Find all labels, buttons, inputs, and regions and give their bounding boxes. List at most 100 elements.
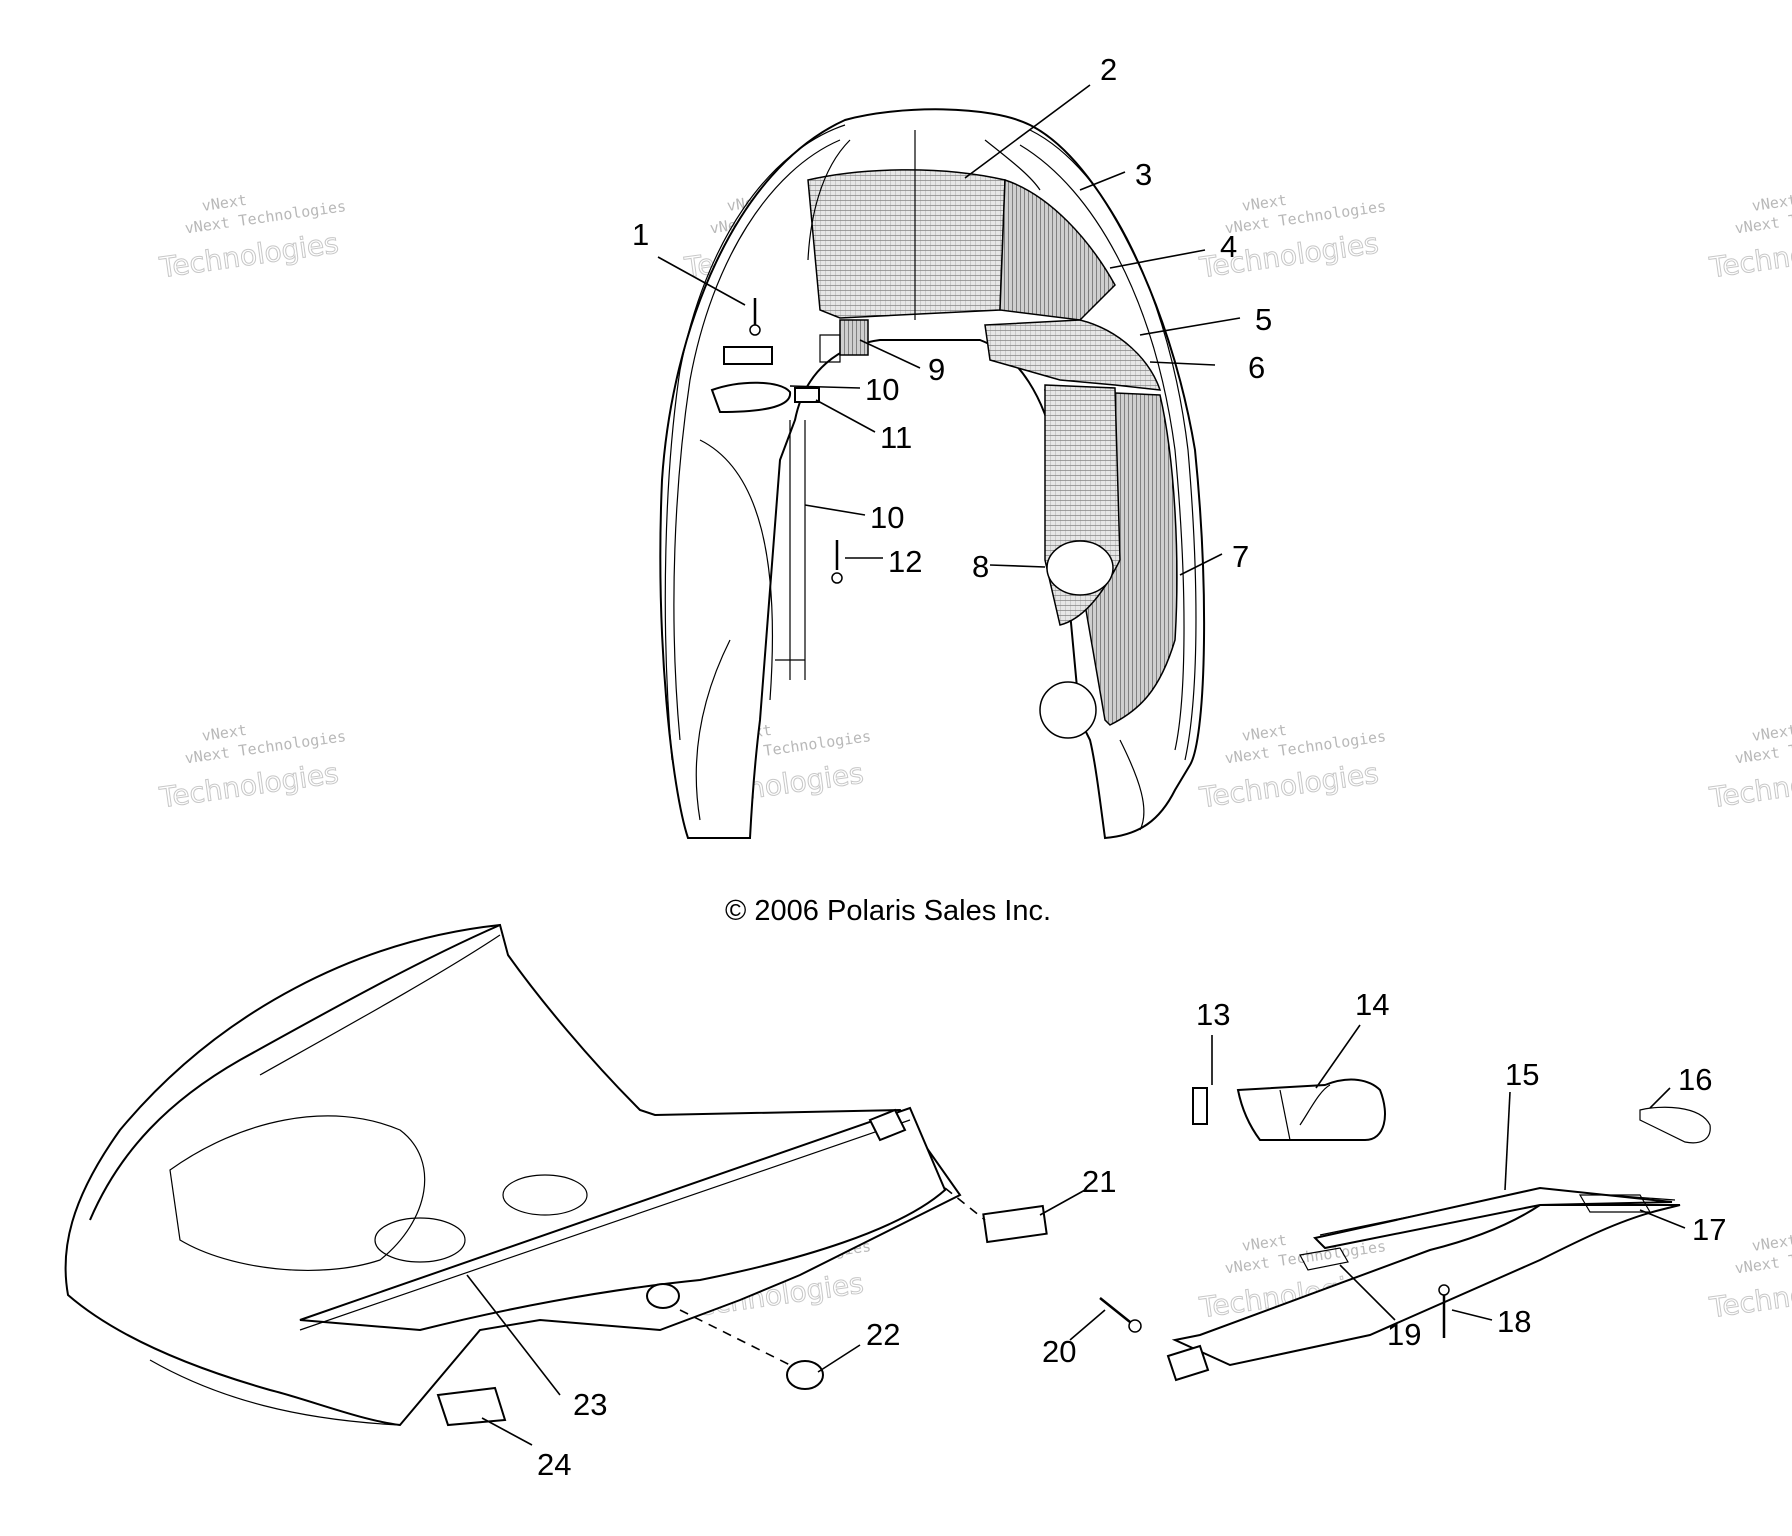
watermark: vNext vNext Technologies Technologies	[156, 191, 347, 285]
callout-1: 1	[632, 217, 649, 252]
rivet-bracket	[868, 1108, 907, 1142]
part-15-top	[1313, 1186, 1673, 1250]
insulation-panel-3	[999, 178, 1116, 321]
vent-oval	[374, 1217, 466, 1263]
callout-11: 11	[880, 420, 912, 455]
copyright-notice: © 2006 Polaris Sales Inc.	[725, 895, 1051, 927]
panel-hole	[1039, 681, 1097, 739]
leader-7	[1179, 553, 1223, 576]
loose-parts	[436, 1078, 1711, 1427]
watermark-text: Technologies	[157, 227, 341, 285]
part-21-pad	[982, 1204, 1048, 1244]
inner-cavity	[169, 1115, 426, 1271]
hood-underside-view	[659, 108, 1206, 840]
hood-rim	[1019, 144, 1185, 751]
part-22-grommet	[786, 1360, 824, 1390]
leader-3	[1079, 171, 1126, 191]
part-20-rivet-head	[1128, 1319, 1142, 1333]
side-panel-edge	[299, 1119, 911, 1331]
callout-8: 8	[972, 549, 989, 584]
leader-14	[1315, 1024, 1361, 1089]
callout-10a: 10	[865, 372, 899, 407]
callout-10b: 10	[870, 500, 904, 535]
hood-contour	[695, 639, 731, 821]
callout-18: 18	[1497, 1304, 1531, 1339]
hood-perspective-view	[64, 923, 962, 1427]
insulation-panel-9	[839, 319, 869, 356]
windshield-edge	[259, 934, 501, 1076]
callout-13: 13	[1196, 997, 1230, 1032]
part-17-label	[1578, 1194, 1652, 1213]
insulation-panel-2	[807, 169, 1006, 319]
part-19-label	[1299, 1247, 1349, 1271]
watermark: vNext vNext Technologies Technologies	[1706, 721, 1792, 815]
callout-14: 14	[1355, 987, 1389, 1022]
leader-4	[1109, 249, 1206, 269]
leader-23	[466, 1274, 561, 1396]
clip-11	[794, 387, 820, 403]
callout-15: 15	[1505, 1057, 1539, 1092]
watermark: vNext vNext Technologies Technologies	[1706, 191, 1792, 285]
callout-22: 22	[866, 1317, 900, 1352]
watermark: vNext vNext Technologies Technologies	[1196, 721, 1387, 815]
hood-rim	[664, 124, 846, 761]
watermark-text: Technologies	[157, 757, 341, 815]
part-18-rivet-head	[1438, 1284, 1450, 1296]
hood-contour	[1119, 739, 1145, 831]
callout-9: 9	[928, 352, 945, 387]
watermark-text: vNext	[1751, 191, 1792, 215]
leader-24	[481, 1417, 533, 1446]
watermark-text: vNext	[1751, 1231, 1792, 1255]
part-14-duct	[1236, 1078, 1386, 1141]
leader-10a	[789, 385, 861, 389]
hood-contour	[807, 139, 851, 261]
part-13-pad	[1192, 1087, 1208, 1125]
leader-20	[1069, 1309, 1106, 1341]
leader-9	[859, 339, 921, 369]
callout-6: 6	[1248, 350, 1265, 385]
hood-body	[64, 923, 962, 1427]
part-22-dashed	[679, 1309, 791, 1366]
part-21-dashed	[944, 1187, 986, 1221]
insulation-panel-5	[984, 319, 1162, 391]
callout-19: 19	[1387, 1317, 1421, 1352]
callout-21: 21	[1082, 1164, 1116, 1199]
part-15-panel	[1171, 1204, 1681, 1367]
part-16-clip	[1639, 1106, 1711, 1144]
leader-19	[1339, 1264, 1396, 1321]
callout-7: 7	[1232, 539, 1249, 574]
grommet-hole	[646, 1283, 680, 1309]
leader-18	[1451, 1309, 1493, 1321]
callout-2: 2	[1100, 52, 1117, 87]
leader-17	[1639, 1209, 1686, 1229]
leader-6	[1149, 361, 1216, 366]
callout-24: 24	[537, 1447, 571, 1482]
leader-21	[1039, 1189, 1086, 1216]
leader-2	[964, 84, 1091, 179]
watermark-text: Technologies	[1197, 757, 1381, 815]
callout-4: 4	[1220, 229, 1237, 264]
part-15-hinge	[1166, 1344, 1210, 1382]
part-20-rivet	[1099, 1297, 1131, 1323]
lower-skirt	[149, 1359, 401, 1426]
leader-5	[1139, 317, 1241, 336]
part-24-plate	[436, 1386, 507, 1427]
left-inner-bracket	[819, 334, 841, 363]
leader-11	[815, 399, 876, 433]
callout-3: 3	[1135, 157, 1152, 192]
leader-22	[817, 1344, 861, 1373]
callout-12: 12	[888, 544, 922, 579]
callout-16: 16	[1678, 1062, 1712, 1097]
callout-5: 5	[1255, 302, 1272, 337]
watermark-text: vNext	[1751, 721, 1792, 745]
hood-top-edge	[89, 924, 501, 1221]
leader-15	[1504, 1091, 1511, 1191]
callout-17: 17	[1692, 1212, 1726, 1247]
callout-labels: 1 2 3 4 5 6 7 8 9 10 11 10 12 13 14 15 1…	[537, 52, 1726, 1482]
hood-rim	[673, 139, 841, 741]
headlight-shroud	[710, 381, 792, 414]
hood-rim	[1029, 129, 1197, 761]
hood-contour	[984, 139, 1041, 191]
bolt-12-head	[831, 572, 843, 584]
